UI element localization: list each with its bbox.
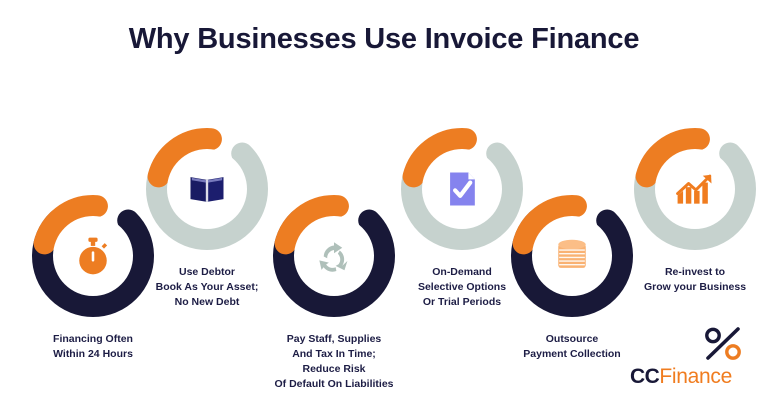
page-title: Why Businesses Use Invoice Finance (128, 23, 640, 55)
brand-logo: CCFinance (630, 325, 752, 387)
stopwatch-icon (26, 189, 160, 323)
step-item-debtor-book-asset: Use Debtor Book As Your Asset; No New De… (140, 122, 274, 310)
step-label: On-Demand Selective Options Or Trial Per… (417, 266, 507, 308)
coin-stack-icon (505, 189, 639, 323)
step-label: Financing Often Within 24 Hours (53, 333, 133, 360)
document-check-icon (395, 122, 529, 256)
step-ring-on-demand-options (395, 122, 529, 256)
step-item-outsource-collection: Outsource Payment Collection (505, 189, 639, 362)
step-ring-debtor-book-asset (140, 122, 274, 256)
brand-name-primary: CC (630, 365, 660, 388)
step-ring-outsource-collection (505, 189, 639, 323)
step-item-on-demand-options: On-Demand Selective Options Or Trial Per… (395, 122, 529, 310)
step-label: Re-invest to Grow your Business (643, 266, 747, 293)
step-ring-reinvest-growth (628, 122, 762, 256)
growth-chart-icon (628, 122, 762, 256)
step-item-pay-staff-tax: Pay Staff, Supplies And Tax In Time; Red… (267, 189, 401, 392)
recycle-arrows-icon (267, 189, 401, 323)
brand-name: CCFinance (630, 366, 752, 387)
donut-ring-graphic (273, 195, 395, 317)
step-item-reinvest-growth: Re-invest to Grow your Business (628, 122, 762, 295)
step-ring-pay-staff-tax (267, 189, 401, 323)
step-item-financing-speed: Financing Often Within 24 Hours (26, 189, 160, 362)
open-book-icon (140, 122, 274, 256)
step-label: Use Debtor Book As Your Asset; No New De… (155, 266, 259, 308)
step-ring-financing-speed (26, 189, 160, 323)
step-label: Pay Staff, Supplies And Tax In Time; Red… (274, 333, 394, 390)
percent-symbol-icon (700, 325, 746, 363)
brand-name-secondary: Finance (659, 365, 732, 388)
step-label: Outsource Payment Collection (523, 333, 621, 360)
